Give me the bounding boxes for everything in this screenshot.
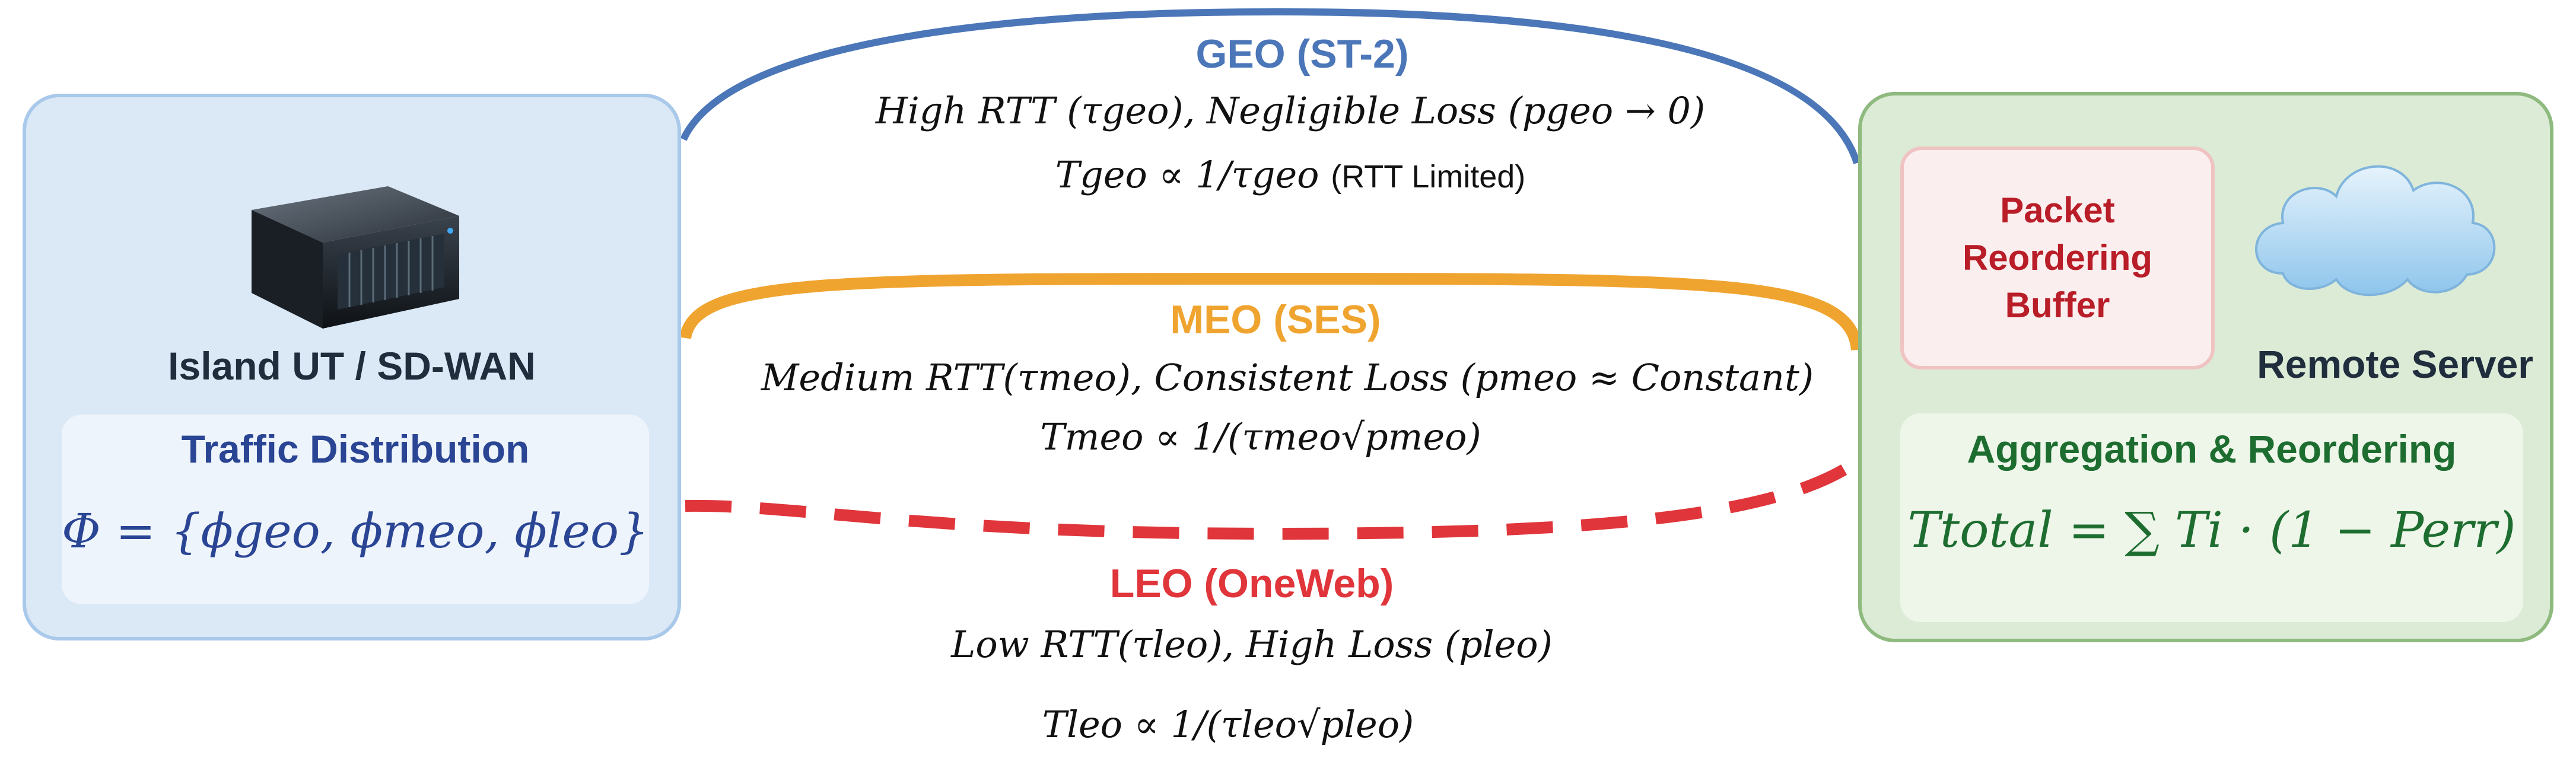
- aggregation-formula: Ttotal = ∑ Ti · (1 − Perr): [1907, 502, 2516, 559]
- remote-server-box: Packet Reordering Buffer Remote Server A…: [1858, 92, 2553, 642]
- meo-link-line: [679, 273, 1863, 351]
- geo-link-line: [680, 8, 1861, 164]
- leo-link-name: LEO (OneWeb): [1109, 561, 1394, 606]
- remote-server-label: Remote Server: [2257, 342, 2533, 386]
- traffic-distribution-formula: Φ = {ϕgeo, ϕmeo, ϕleo}: [62, 503, 649, 559]
- traffic-distribution-box: Traffic Distribution Φ = {ϕgeo, ϕmeo, ϕl…: [62, 415, 649, 604]
- leo-link-line: [685, 456, 1861, 540]
- server-rack-icon: [252, 186, 459, 329]
- island-ut-title: Island UT / SD-WAN: [168, 344, 536, 388]
- reordering-buffer-box: Packet Reordering Buffer: [1900, 146, 2215, 369]
- reordering-buffer-label: Packet Reordering Buffer: [1962, 190, 2153, 325]
- aggregation-box: Aggregation & Reordering Ttotal = ∑ Ti ·…: [1900, 413, 2523, 622]
- cloud-icon: [2255, 165, 2496, 297]
- geo-throughput-formula: Tgeo ∝ 1/τgeo: [1055, 153, 1319, 196]
- geo-rtt-limited-note: (RTT Limited): [1331, 159, 1526, 195]
- island-ut-box: Island UT / SD-WAN Traffic Distribution …: [23, 94, 681, 640]
- geo-link-formula-1: High RTT (τgeo), Negligible Loss (pgeo →…: [875, 89, 1706, 132]
- geo-link-name: GEO (ST-2): [1195, 31, 1409, 77]
- meo-link-formula-1: Medium RTT(τmeo), Consistent Loss (pmeo …: [761, 356, 1814, 399]
- meo-link-formula-2: Tmeo ∝ 1/(τmeo√pmeo): [1040, 415, 1481, 458]
- aggregation-title: Aggregation & Reordering: [1967, 427, 2457, 471]
- leo-link-formula-1: Low RTT(τleo), High Loss (pleo): [951, 623, 1553, 666]
- meo-link-name: MEO (SES): [1170, 297, 1381, 342]
- leo-link-formula-2: Tleo ∝ 1/(τleo√pleo): [1042, 703, 1414, 746]
- geo-link-formula-2: Tgeo ∝ 1/τgeo (RTT Limited): [1055, 153, 1526, 196]
- traffic-distribution-title: Traffic Distribution: [181, 427, 530, 471]
